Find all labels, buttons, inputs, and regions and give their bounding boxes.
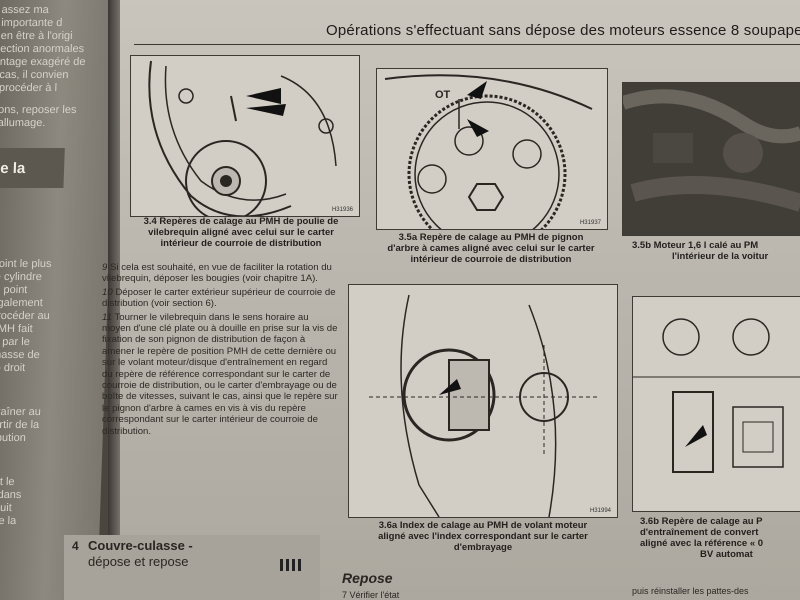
left-text-line: s et le bbox=[0, 476, 15, 488]
arrow-icon bbox=[246, 104, 286, 116]
left-text-line: importante d bbox=[0, 17, 63, 29]
caption-line: 3.6b Repère de calage au P bbox=[640, 516, 763, 527]
left-text-line: chasse de bbox=[0, 349, 40, 361]
left-text-line: tribution bbox=[0, 432, 27, 444]
left-text-line: it de la bbox=[0, 515, 17, 527]
left-text-line: le cylindre bbox=[0, 271, 43, 283]
figure-code: H31936 bbox=[331, 207, 353, 213]
left-tab-text: le la bbox=[0, 160, 26, 177]
section-number: 4 bbox=[72, 539, 79, 553]
left-text-line: également bbox=[0, 297, 44, 309]
left-text-line: procéder au bbox=[0, 310, 50, 322]
caption-3-6b: 3.6b Repère de calage au P d'entraînemen… bbox=[640, 516, 800, 560]
left-text-line: procéder à l bbox=[0, 82, 58, 94]
caption-line: intérieur de courroie de distribution bbox=[410, 254, 572, 265]
figure-3-6b bbox=[632, 296, 800, 512]
caption-3-4: 3.4 Repères de calage au PMH de poulie d… bbox=[116, 216, 366, 249]
paragraph-number: 9 bbox=[102, 262, 108, 273]
left-text-line: te par le bbox=[0, 336, 31, 348]
caption-line: 3.5b Moteur 1,6 l calé au PM bbox=[632, 240, 759, 251]
page-header: Opérations s'effectuant sans dépose des … bbox=[326, 22, 800, 39]
arrow-icon bbox=[685, 425, 707, 447]
repose-heading: Repose bbox=[342, 570, 393, 586]
left-section-tab: le la bbox=[0, 148, 65, 188]
left-text-line: PMH fait bbox=[0, 323, 33, 335]
flywheel-index-illustration bbox=[369, 294, 599, 517]
left-text-line: ur dans bbox=[0, 489, 22, 501]
paragraph-10: Déposer le carter extérieur supérieur de… bbox=[102, 286, 336, 310]
paragraph-11: Tourner le vilebrequin dans le sens hora… bbox=[102, 311, 338, 437]
ot-label: OT bbox=[435, 89, 451, 101]
procedure-text: 9 Si cela est souhaité, en vue de facili… bbox=[102, 262, 340, 439]
arrow-icon bbox=[467, 119, 489, 137]
footer-fragment-2: 7 Vérifier l'état bbox=[342, 590, 400, 600]
caption-line: l'intérieur de la voitur bbox=[672, 251, 769, 262]
caption-line: aligné avec la référence « 0 bbox=[640, 538, 764, 549]
left-text-line: point le plus bbox=[0, 258, 52, 270]
paragraph-9: Si cela est souhaité, en vue de facilite… bbox=[102, 262, 332, 285]
left-text-line: ntraîner au bbox=[0, 406, 42, 418]
caption-line: vilebrequin aligné avec celui sur le car… bbox=[148, 227, 334, 238]
arrow-icon bbox=[467, 81, 487, 99]
left-text-line: ection anormales bbox=[0, 43, 85, 55]
caption-line: d'embrayage bbox=[453, 542, 513, 553]
figure-3-6a: H31994 bbox=[348, 284, 618, 518]
caption-line: d'arbre à cames aligné avec celui sur le… bbox=[387, 243, 595, 254]
section-4-box: 4 Couvre-culasse - dépose et repose bbox=[64, 535, 320, 600]
figure-code: H31937 bbox=[579, 220, 601, 226]
caption-line: 3.5a Repère de calage au PMH de pignon bbox=[398, 232, 584, 243]
figure-3-5a: OT H31937 bbox=[376, 68, 608, 230]
left-text-line: tio droit bbox=[0, 362, 26, 374]
arrow-icon bbox=[246, 88, 281, 104]
caption-line: 3.6a Index de calage au PMH de volant mo… bbox=[378, 520, 588, 531]
left-page: assez ma importante d en être à l'origi … bbox=[0, 0, 118, 600]
arrow-icon bbox=[439, 379, 461, 395]
camshaft-sprocket-illustration bbox=[384, 74, 593, 229]
paragraph-number: 10 bbox=[102, 286, 113, 298]
section-subtitle: dépose et repose bbox=[88, 554, 189, 569]
caption-line: aligné avec l'index correspondant sur le… bbox=[378, 531, 588, 542]
caption-3-5b: 3.5b Moteur 1,6 l calé au PM l'intérieur… bbox=[632, 240, 800, 262]
left-text-line: ons, reposer les bbox=[0, 104, 77, 116]
converter-plate-illustration bbox=[633, 318, 800, 473]
figure-code: H31994 bbox=[589, 508, 611, 514]
right-page: Opérations s'effectuant sans dépose des … bbox=[64, 0, 800, 600]
figure-3-5b-photo bbox=[622, 82, 800, 236]
left-text-line: allumage. bbox=[0, 117, 46, 129]
crankshaft-pulley-illustration bbox=[148, 60, 337, 216]
left-text-line: le point bbox=[0, 284, 28, 296]
left-text-line: en être à l'origi bbox=[0, 30, 73, 42]
caption-line: BV automat bbox=[700, 549, 753, 560]
caption-line: 3.4 Repères de calage au PMH de poulie d… bbox=[143, 216, 339, 227]
left-text-line: assez ma bbox=[1, 4, 49, 16]
left-text-line: cas, il convien bbox=[0, 69, 69, 81]
engine-photo bbox=[623, 83, 800, 235]
left-text-line: réduit bbox=[0, 502, 13, 514]
left-text-line: ntage exagéré de bbox=[0, 56, 86, 68]
header-rule bbox=[134, 44, 800, 45]
figure-3-4: H31936 bbox=[130, 55, 360, 217]
difficulty-wrench-icon bbox=[280, 559, 301, 571]
caption-line: intérieur de courroie de distribution bbox=[160, 238, 322, 249]
left-text-line: partir de la bbox=[0, 419, 40, 431]
paragraph-number: 11 bbox=[102, 311, 112, 323]
caption-3-5a: 3.5a Repère de calage au PMH de pignon d… bbox=[366, 232, 616, 265]
footer-fragment: puis réinstaller les pattes-des bbox=[632, 586, 749, 596]
caption-3-6a: 3.6a Index de calage au PMH de volant mo… bbox=[338, 520, 628, 553]
section-title: Couvre-culasse - bbox=[88, 538, 193, 553]
caption-line: d'entraînement de convert bbox=[640, 527, 759, 538]
